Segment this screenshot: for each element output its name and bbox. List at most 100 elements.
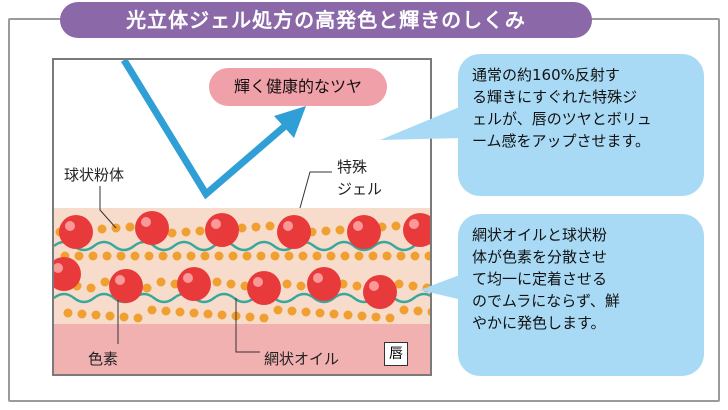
callout-line: る輝きにすぐれた特殊ジ [472, 88, 638, 106]
reflection-arrow [121, 60, 295, 200]
small-particle [385, 313, 395, 323]
small-particle [172, 251, 182, 261]
sphere-highlight [183, 273, 193, 283]
gel-label-line1: 特殊 [337, 158, 368, 176]
small-particle [284, 251, 294, 261]
sphere-highlight [115, 275, 125, 285]
small-particle [329, 309, 339, 319]
diagram-shapes [54, 60, 430, 353]
small-particle [100, 277, 110, 287]
small-particle [259, 313, 269, 323]
gel-label-line2: ジェル [337, 180, 383, 198]
small-particle [301, 307, 311, 317]
callout-line: 網状オイルと球状粉 [472, 226, 608, 244]
small-particle [282, 279, 292, 289]
small-particle [315, 308, 325, 318]
lip-label: 唇 [384, 342, 408, 366]
powder-label: 球状粉体 [64, 166, 125, 184]
small-particle [156, 277, 166, 287]
small-particle [105, 311, 115, 321]
callout-line: やかに発色します。 [472, 314, 606, 332]
small-particle [270, 251, 280, 261]
small-particle [74, 251, 84, 261]
small-particle [242, 251, 252, 261]
pigment-sphere [247, 271, 281, 305]
callout-line: て均一に定着させる [472, 270, 608, 288]
small-particle [265, 221, 275, 231]
small-particle [410, 251, 420, 261]
pigment-label: 色素 [88, 350, 119, 368]
pigment-sphere [347, 215, 381, 249]
small-particle [133, 313, 143, 323]
small-particle [394, 279, 404, 289]
small-particle [77, 309, 87, 319]
pigment-sphere [363, 275, 397, 309]
pigment-sphere [177, 267, 211, 301]
small-particle [200, 251, 210, 261]
oil-label: 網状オイル [264, 350, 340, 368]
small-particle [296, 281, 306, 291]
pigment-sphere [109, 269, 143, 303]
small-particle [217, 310, 227, 320]
small-particle [357, 311, 367, 321]
small-particle [343, 310, 353, 320]
sphere-highlight [283, 221, 293, 231]
sphere-highlight [369, 281, 379, 291]
small-particle [251, 222, 261, 232]
small-particle [368, 251, 378, 261]
lip-layer [54, 324, 430, 374]
small-particle [119, 312, 129, 322]
small-particle [167, 228, 177, 238]
small-particle [382, 251, 392, 261]
sphere-highlight [65, 221, 75, 231]
small-particle [256, 251, 266, 261]
small-particle [212, 277, 222, 287]
shine-bubble: 輝く健康的なツヤ [209, 68, 387, 106]
small-particle [186, 251, 196, 261]
callout-line: のでムラにならず、鮮 [472, 292, 620, 310]
small-particle [195, 226, 205, 236]
small-particle [237, 223, 247, 233]
small-particle [321, 226, 331, 236]
oil-wave-upper [54, 240, 430, 252]
sphere-highlight [211, 219, 221, 229]
small-particle [88, 251, 98, 261]
small-particle [226, 279, 236, 289]
pigment-sphere [403, 213, 430, 247]
small-particle [189, 308, 199, 318]
small-particle [399, 305, 409, 315]
callout-line: 通常の約160%反射す [472, 66, 620, 84]
callout-line: ーム感をアップさせます。 [472, 132, 651, 150]
pigment-sphere [277, 215, 311, 249]
small-particle [91, 310, 101, 320]
small-particle [354, 251, 364, 261]
small-particle [125, 222, 135, 232]
small-particle [396, 251, 406, 261]
small-particle [116, 251, 126, 261]
sphere-highlight [141, 217, 151, 227]
small-particle [181, 227, 191, 237]
small-particle [335, 225, 345, 235]
small-particle [352, 281, 362, 291]
small-particle [287, 306, 297, 316]
small-particle [142, 283, 152, 293]
powder-leader-line [99, 186, 117, 229]
small-particle [175, 307, 185, 317]
sphere-highlight [253, 277, 263, 287]
reflection-arrow-head [274, 106, 306, 138]
small-particle [97, 224, 107, 234]
pigment-sphere [205, 213, 239, 247]
small-particle [427, 307, 430, 317]
small-particle [203, 309, 213, 319]
small-particle [413, 306, 423, 316]
callout2-tail [420, 274, 462, 300]
small-particle [214, 251, 224, 261]
small-particle [86, 283, 96, 293]
small-particle [340, 251, 350, 261]
small-particle [147, 305, 157, 315]
small-particle [326, 251, 336, 261]
small-particle [273, 305, 283, 315]
small-particle [144, 251, 154, 261]
small-particle [371, 312, 381, 322]
sphere-highlight [54, 263, 63, 273]
